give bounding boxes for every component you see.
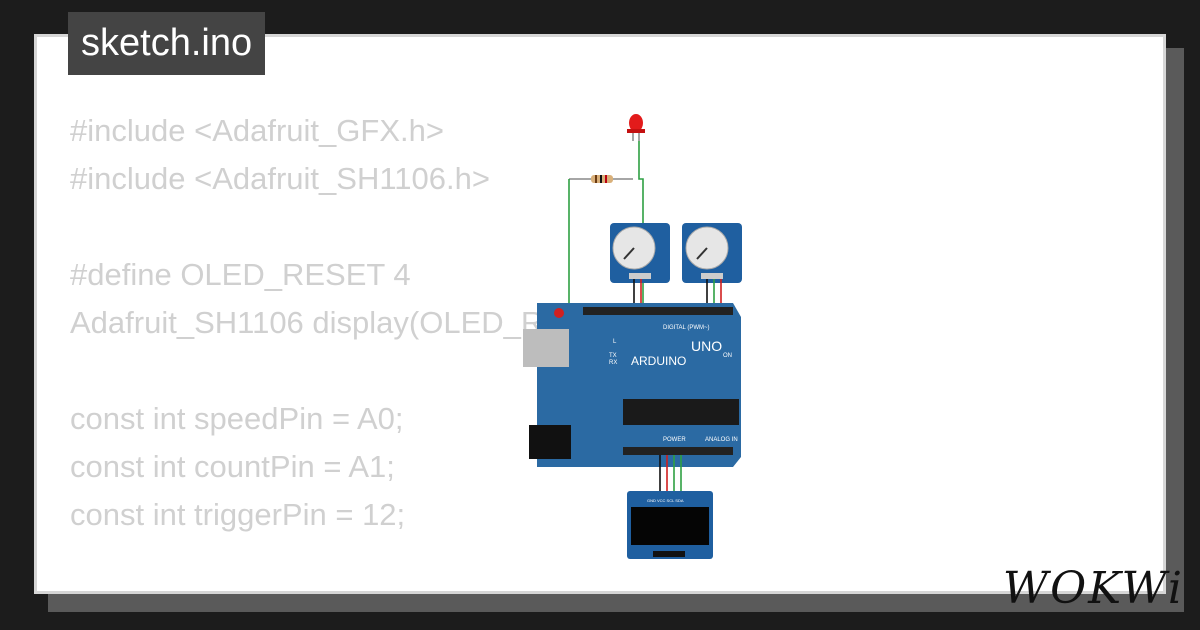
arduino-uno-board: ARDUINO UNO DIGITAL (PWM~) POWER ANALOG … xyxy=(523,303,741,467)
circuit-diagram: ARDUINO UNO DIGITAL (PWM~) POWER ANALOG … xyxy=(523,114,742,559)
wokwi-logo: WOKWi xyxy=(1002,563,1184,614)
code-line: const int countPin = A1; xyxy=(70,449,395,484)
board-brand: ARDUINO xyxy=(631,354,686,368)
resistor xyxy=(569,175,633,183)
power-label: POWER xyxy=(663,437,686,443)
rx-label: RX xyxy=(609,360,617,366)
analog-label: ANALOG IN xyxy=(705,437,738,443)
potentiometer-count xyxy=(682,223,742,283)
code-line: #include <Adafruit_GFX.h> xyxy=(70,113,444,148)
file-tab[interactable]: sketch.ino xyxy=(68,12,266,75)
code-line: #include <Adafruit_SH1106.h> xyxy=(70,161,490,196)
preview-card: #include <Adafruit_GFX.h> #include <Adafr… xyxy=(34,34,1166,594)
code-line: #define OLED_RESET 4 xyxy=(70,257,411,292)
oled-pin-labels: GND VCC SCL SDA xyxy=(647,498,684,503)
oled-display: GND VCC SCL SDA xyxy=(627,491,713,559)
tx-label: TX xyxy=(609,353,617,359)
digital-label: DIGITAL (PWM~) xyxy=(663,325,710,331)
code-line: Adafruit_SH1106 display(OLED_RESET); xyxy=(70,305,644,340)
on-label: ON xyxy=(723,353,732,359)
led xyxy=(627,114,645,141)
code-line: const int triggerPin = 12; xyxy=(70,497,406,532)
code-line: const int speedPin = A0; xyxy=(70,401,404,436)
l-label: L xyxy=(613,339,617,345)
code-preview: #include <Adafruit_GFX.h> #include <Adafr… xyxy=(70,107,644,591)
board-model: UNO xyxy=(691,338,722,354)
potentiometer-speed xyxy=(610,223,670,283)
code-line: int speed = 0; xyxy=(70,587,643,591)
